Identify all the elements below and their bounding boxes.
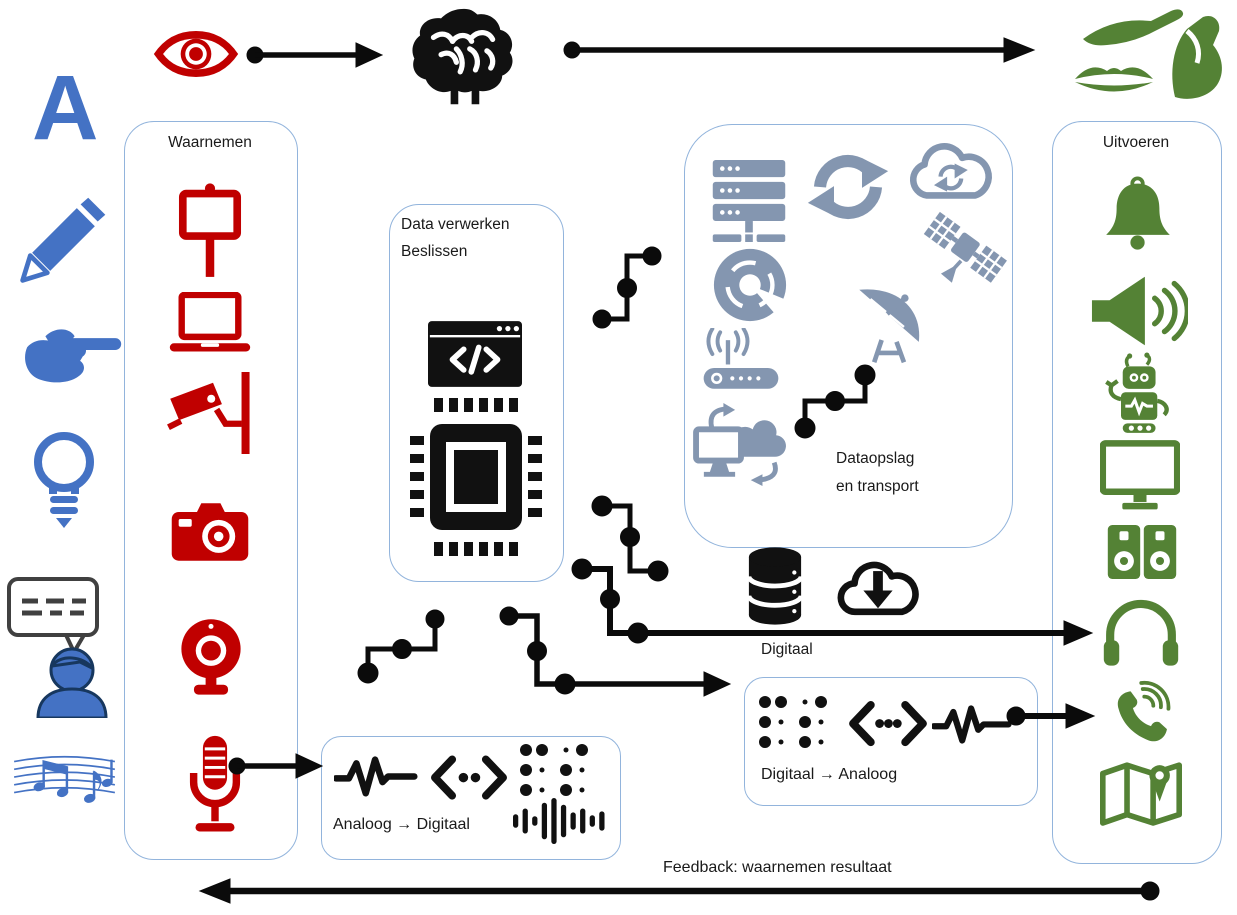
lips-icon (1075, 67, 1153, 92)
wifi-router-icon (700, 328, 782, 394)
map-icon (1100, 760, 1182, 830)
cpu-icon (406, 396, 546, 558)
phone-icon (1106, 680, 1178, 748)
monitor-icon (1100, 440, 1180, 510)
speaking-person-icon (6, 576, 121, 718)
loudspeaker-icon (1090, 274, 1188, 348)
uitvoeren-title: Uitvoeren (1102, 134, 1170, 151)
robot-icon (1102, 352, 1178, 436)
pointing-hand-icon (18, 315, 123, 395)
microphone-icon (182, 734, 248, 838)
headphones-icon (1102, 596, 1180, 670)
dataopslag-title-line2: en transport (836, 478, 919, 495)
laptop-icon (168, 292, 252, 358)
brain-icon (405, 5, 523, 110)
output-cluster (1062, 5, 1234, 105)
stereo-speakers-icon (1106, 522, 1178, 582)
cd-icon (710, 246, 790, 324)
music-notes-icon (12, 748, 117, 810)
cloud-sync-icon (902, 138, 996, 204)
hand-icon (1083, 9, 1184, 46)
cloud-download-icon (836, 554, 920, 620)
webcam-icon (176, 614, 246, 698)
arrow-to-dac-box (499, 606, 732, 697)
database-icon (746, 546, 804, 626)
code-window-icon (428, 320, 522, 388)
eye-icon (150, 18, 242, 90)
analoog-digitaal-box (321, 736, 621, 860)
cloud-computing-icon (692, 402, 788, 486)
dataopslag-title-line1: Dataopslag (836, 450, 915, 467)
feedback-arrow (198, 878, 1160, 904)
analoog-digitaal-title: Analoog → Digitaal (333, 816, 470, 833)
lightbulb-icon (28, 432, 100, 536)
digitaal-analoog-title: Digitaal → Analoog (761, 766, 898, 783)
sign-icon (176, 182, 244, 280)
waveform-icon (932, 698, 1012, 750)
arrow-digitaal-to-headphones (571, 558, 1094, 646)
data-verwerken-title-line2: Beslissen (401, 243, 468, 260)
muscle-icon (1172, 15, 1222, 99)
audio-bars-icon (510, 798, 608, 844)
satellite-icon (922, 208, 1010, 290)
arrow-brain-to-output (563, 37, 1036, 63)
digitaal-analoog-box (744, 677, 1038, 806)
sync-icon (806, 146, 890, 228)
data-transfer-icon (846, 696, 930, 752)
data-transfer-icon (428, 752, 510, 804)
cctv-icon (164, 372, 254, 454)
pencil-icon (16, 192, 111, 287)
circuit-connector-icon (357, 609, 445, 684)
circuit-connector-icon (592, 246, 662, 329)
bell-icon (1102, 176, 1174, 252)
braille-icon (757, 690, 837, 756)
feedback-label: Feedback: waarnemen resultaat (663, 859, 892, 876)
data-verwerken-title-line1: Data verwerken (401, 216, 510, 233)
letter-a: A (32, 57, 99, 159)
server-icon (710, 160, 788, 242)
waveform-icon (334, 748, 418, 804)
digitaal-label: Digitaal (761, 641, 813, 658)
satellite-dish-icon (846, 286, 934, 366)
circuit-connector-icon (591, 495, 669, 582)
waarnemen-title: Waarnemen (168, 134, 252, 151)
arrow-eye-to-brain (246, 42, 384, 68)
photo-camera-icon (170, 496, 250, 568)
braille-icon (518, 740, 598, 802)
